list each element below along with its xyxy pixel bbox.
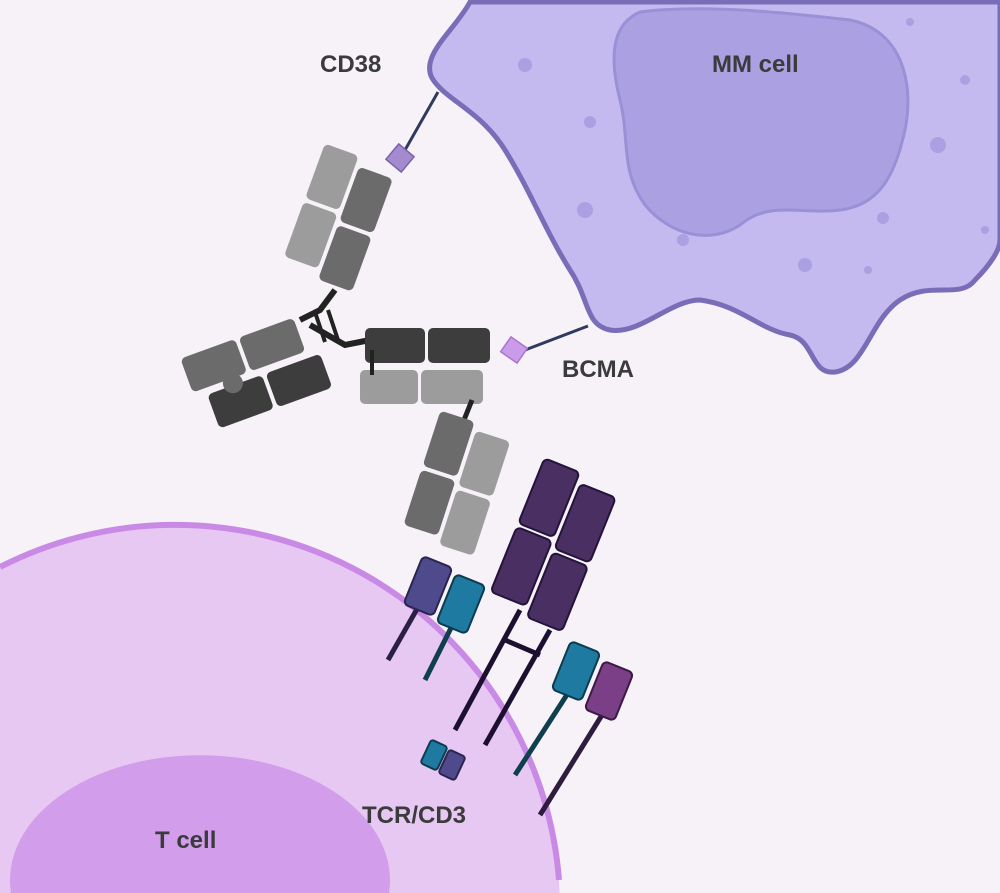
bcma-antigen [499,324,589,365]
label-cd38: CD38 [320,51,381,78]
t-cell [0,521,562,893]
label-tcr-cd3: TCR/CD3 [362,802,466,829]
cd38-antigen [384,91,440,174]
mm-cell [427,0,1000,375]
label-t-cell: T cell [155,827,216,854]
mm-cell-nucleus [612,7,910,237]
tcr-cd3-complex [385,458,634,817]
t-cell-membrane [0,521,562,881]
label-mm-cell: MM cell [712,51,799,78]
mm-cell-vesicles [518,18,989,274]
t-cell-nucleus [10,755,391,893]
label-bcma: BCMA [562,356,634,383]
bispecific-antibody [181,144,510,555]
